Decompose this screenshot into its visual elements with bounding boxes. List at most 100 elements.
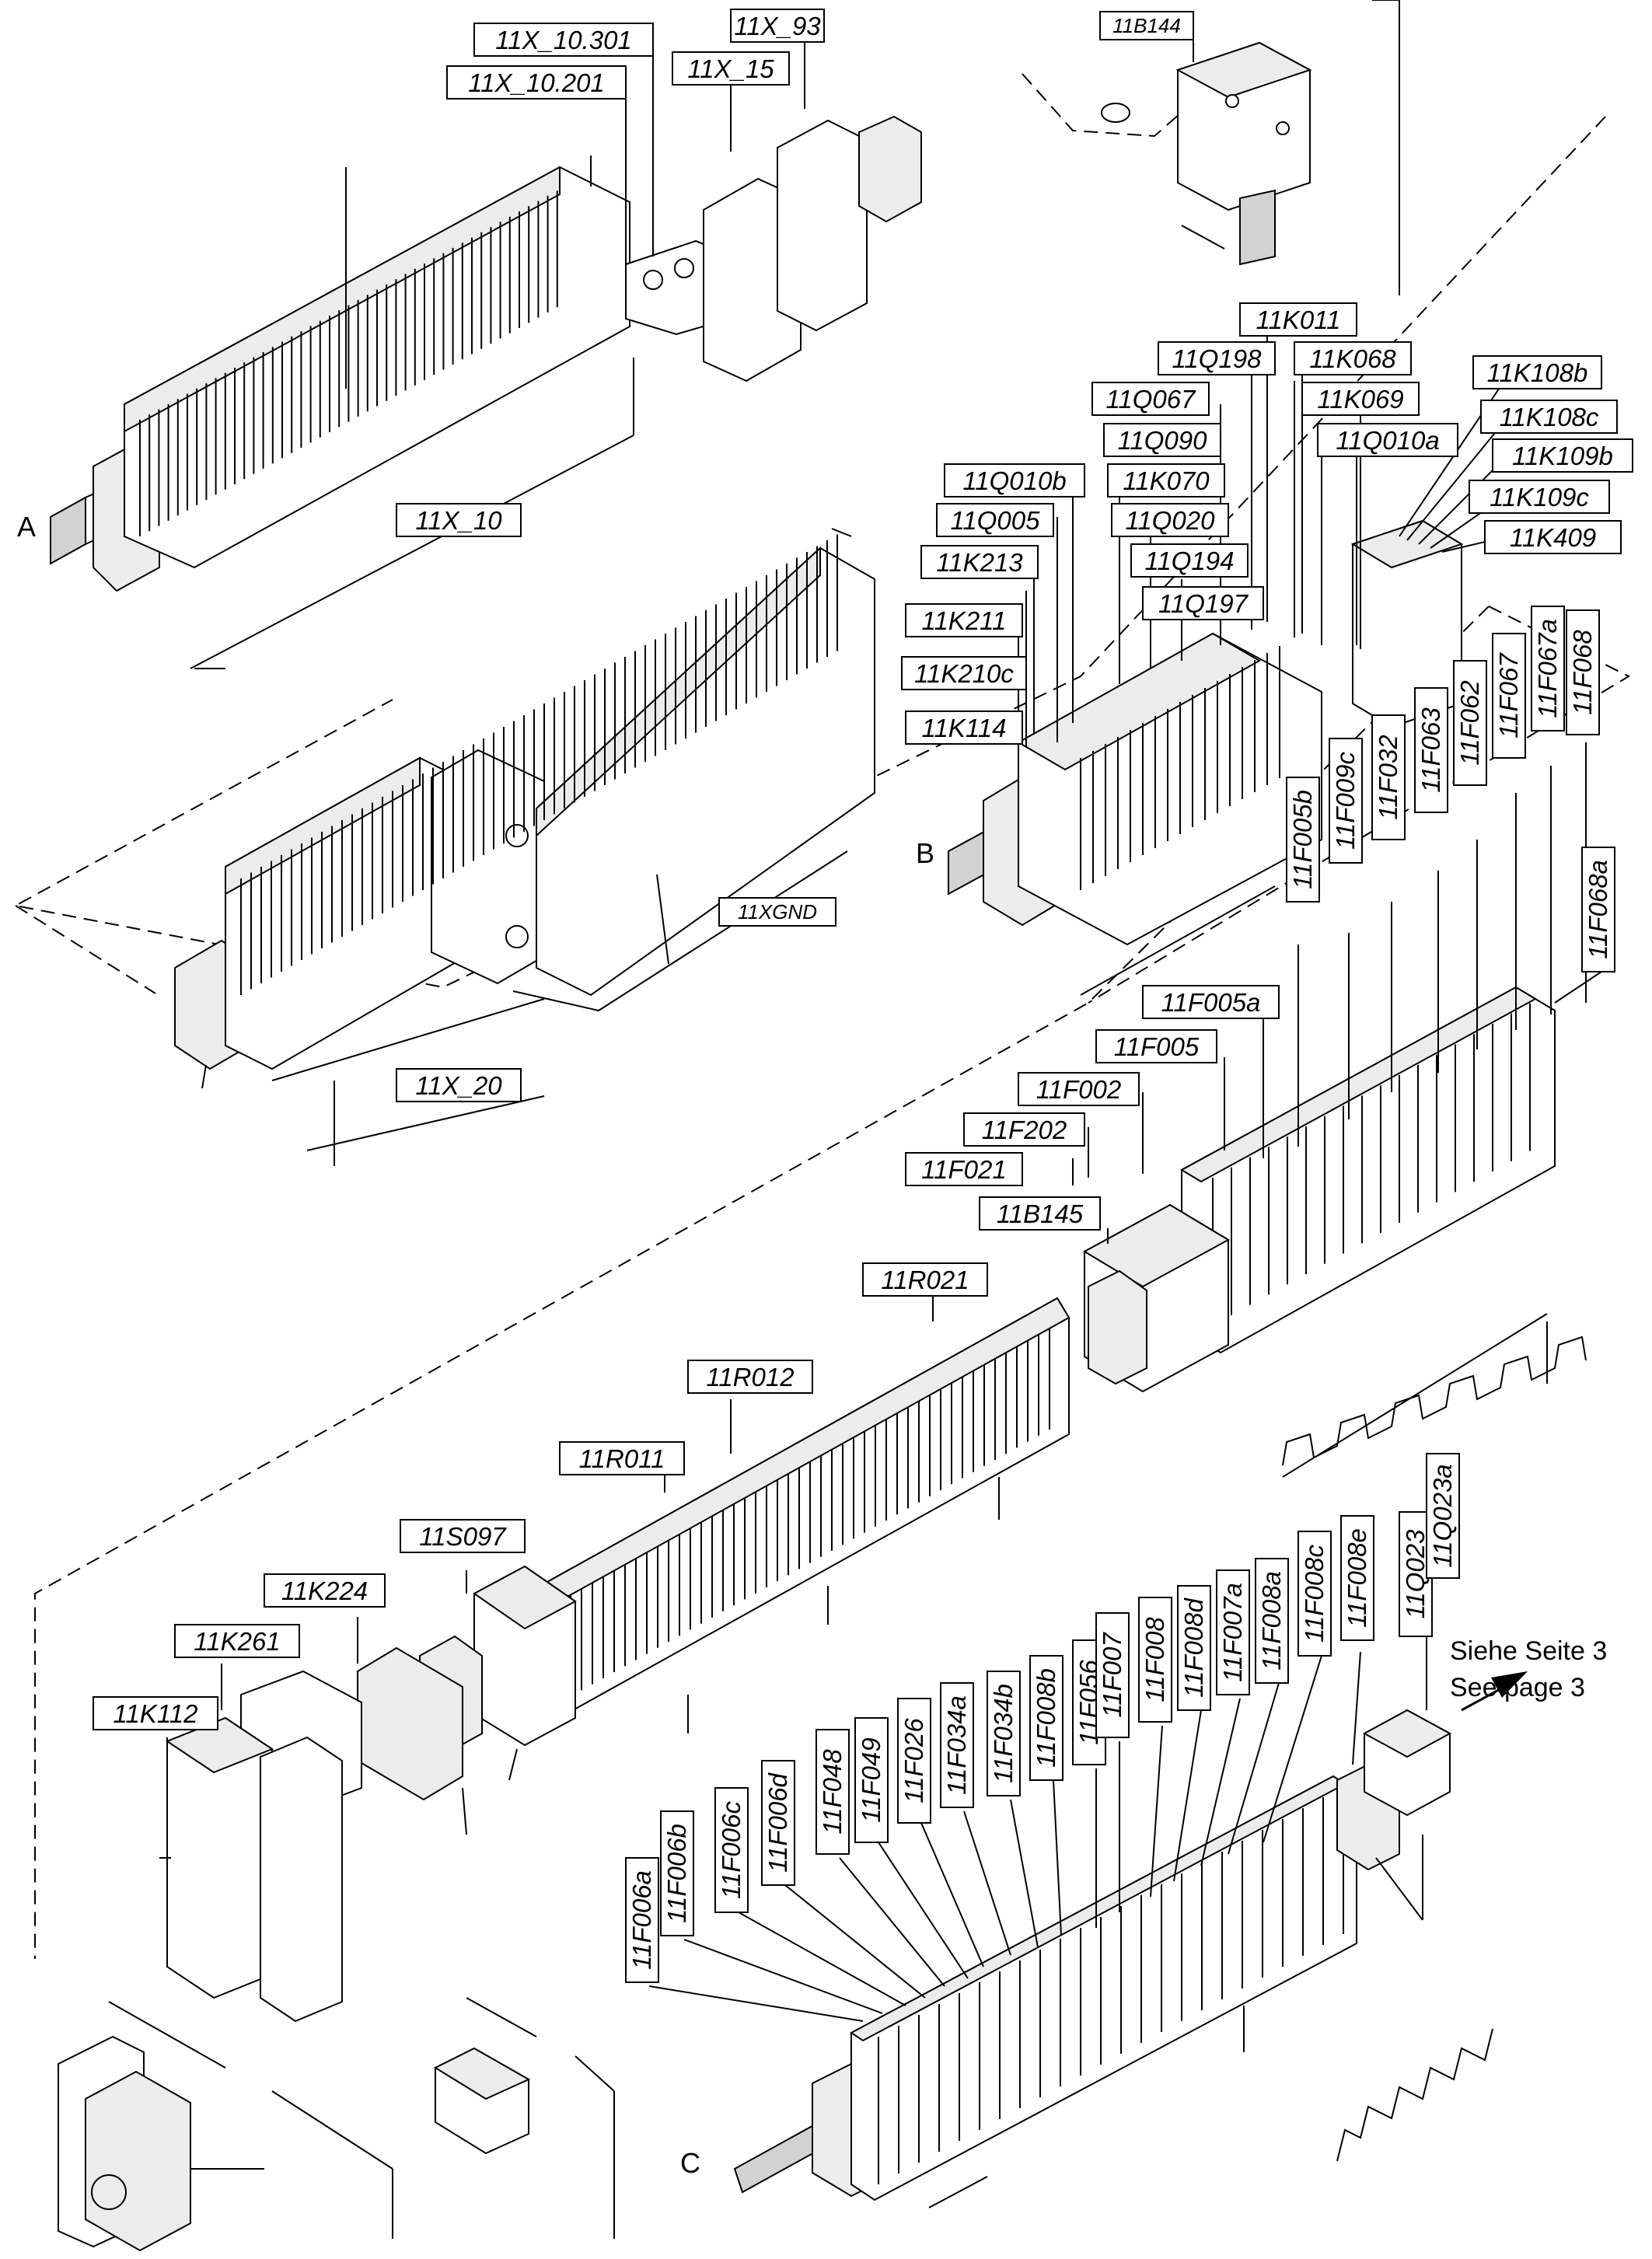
see-page-arrow-icon [1461,1671,1528,1712]
label-f021: 11F021 [921,1155,1006,1184]
section-a-terminal-assembly [50,115,922,669]
label-group: 11F034a [940,1682,974,1808]
label-frame [901,656,1027,690]
label-group: 11F026 [897,1698,931,1824]
terminal-slots-row [139,190,558,536]
label-q198: 11Q198 [1172,344,1263,373]
label-f062: 11F062 [1455,680,1484,765]
label-f005a: 11F005a [1161,988,1261,1017]
label-group: 11F008e [1340,1515,1374,1641]
label-frame [730,9,825,43]
part-labels: 11X_10.30111X_10.20111X_9311X_1511B14411… [93,9,1633,1983]
label-f008: 11F008 [1140,1617,1169,1702]
label-frame [559,1441,685,1475]
label-group: 11F008c [1298,1531,1332,1657]
label-group: 11F068a [1581,847,1615,972]
section-letter-a: A [17,511,36,543]
label-group: 11F006c [714,1787,749,1913]
label-frame [174,1624,300,1658]
label-f008c: 11F008c [1300,1545,1329,1643]
label-frame [1142,586,1264,620]
label-q005: 11Q005 [951,506,1041,535]
label-frame [940,1682,974,1808]
label-frame [1492,438,1633,473]
label-frame [1130,543,1249,578]
label-group: 11F034b [987,1671,1021,1796]
label-k114: 11K114 [922,714,1007,742]
label-group: 11F008b [1029,1655,1063,1781]
label-group: 11Q023a [1426,1453,1460,1579]
label-frame [446,65,627,100]
label-q023: 11Q023 [1401,1529,1430,1619]
label-f009c: 11F009c [1331,752,1360,850]
breaker-row-upper [1082,986,1587,1478]
section-c-breaker-assembly [733,1709,1493,2208]
label-group: 11F008a [1255,1558,1289,1684]
label-x10-301: 11X_10.301 [495,26,632,54]
label-k213: 11K213 [936,548,1023,577]
label-frame [905,1152,1023,1186]
label-k210c: 11K210c [914,659,1014,688]
label-x15: 11X_15 [687,54,774,83]
label-k211: 11K211 [922,606,1007,635]
label-frame [1099,11,1194,40]
label-k068: 11K068 [1309,344,1396,373]
component-11b144 [1101,0,1400,295]
label-frame [1142,985,1280,1019]
label-frame [1294,341,1412,375]
label-f048: 11F048 [818,1749,847,1835]
label-f005b: 11F005b [1288,790,1317,889]
label-f007a: 11F007a [1218,1583,1247,1682]
label-group: 11F007a [1216,1569,1250,1695]
label-k108b: 11K108b [1487,358,1588,387]
lower-left-relays [159,1565,577,2023]
label-f002: 11F002 [1036,1075,1121,1104]
label-group: 11F048 [816,1729,850,1855]
label-frame [905,711,1023,745]
section-b-relay-assembly [948,519,1464,996]
label-f032: 11F032 [1374,735,1402,819]
label-frame [761,1760,795,1886]
label-frame [396,1068,522,1102]
label-f202: 11F202 [982,1116,1067,1144]
label-x10: 11X_10 [415,506,502,535]
label-frame [944,463,1085,498]
label-group: 11F008d [1177,1585,1211,1711]
label-frame [1426,1453,1460,1579]
label-f067a: 11F067a [1533,619,1562,718]
label-frame [672,51,790,86]
label-frame [1581,847,1615,972]
label-frame [396,503,522,537]
label-r021: 11R021 [881,1266,969,1294]
relay-module-row [1080,646,1280,890]
label-frame [905,603,1023,637]
label-frame [1255,1558,1289,1684]
label-frame [1018,1072,1140,1106]
label-frame [1286,777,1320,903]
bottom-left-spares [58,1997,615,2252]
label-group: 11F008 [1138,1597,1172,1723]
label-f008b: 11F008b [1032,1668,1060,1768]
label-frame [1301,382,1420,416]
section-letter-c: C [680,2147,700,2179]
label-group: 11F006a [625,1857,659,1983]
label-group: 11Q023 [1399,1511,1433,1637]
label-r011: 11R011 [579,1444,665,1473]
label-frame [1472,355,1602,389]
label-x10-201: 11X_10.201 [468,68,605,97]
label-f006c: 11F006c [717,1801,746,1899]
label-group: 11F009c [1329,738,1363,864]
label-frame [1453,660,1487,786]
label-frame [93,1696,218,1730]
label-frame [1107,463,1225,498]
label-f008a: 11F008a [1257,1571,1286,1671]
label-f049: 11F049 [857,1737,885,1822]
label-frame [963,1112,1085,1147]
label-s097: 11S097 [419,1522,507,1551]
label-frame [920,545,1039,579]
label-frame [1103,423,1221,457]
label-frame [1298,1531,1332,1657]
label-frame [1469,480,1610,514]
label-group: 11F005b [1286,777,1320,903]
label-q090: 11Q090 [1118,426,1208,455]
